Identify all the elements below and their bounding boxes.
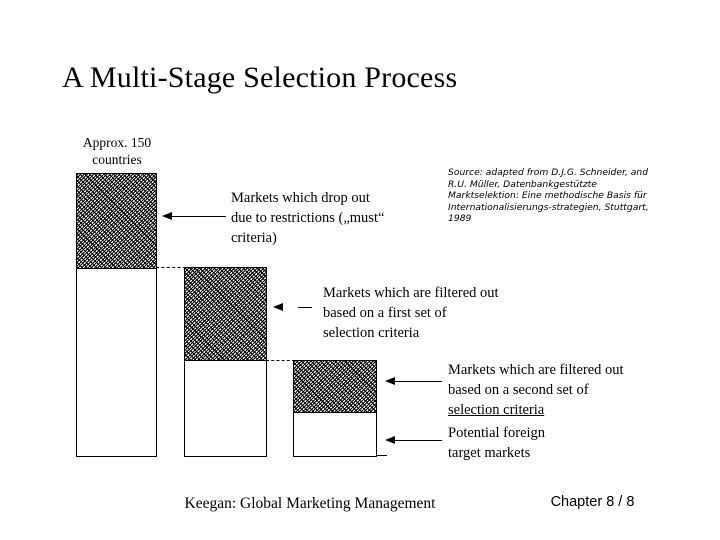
arrow-shaft	[391, 381, 442, 382]
stage-3-caption-line-2: based on a second set of	[448, 382, 589, 398]
arrow-head-icon	[273, 302, 283, 311]
footer-chapter-number: Chapter 8 / 8	[550, 494, 635, 510]
arrow-shaft-dash	[298, 307, 312, 308]
stage-2-caption-line-3: selection criteria	[323, 325, 420, 341]
stage-3-caption: Markets which are filtered out based on …	[448, 360, 688, 420]
stage-4-caption-line-2: target markets	[448, 445, 531, 461]
funnel-bar-3-hatched-segment	[294, 361, 376, 413]
funnel-bar-2-hatched-segment	[185, 268, 266, 361]
stage-3-caption-line-3: selection criteria	[448, 402, 545, 418]
stage-4-caption-line-1: Potential foreign	[448, 425, 546, 441]
diagram-top-caption: Approx. 150 countries	[82, 135, 152, 167]
arrow-shaft	[168, 216, 226, 217]
source-line-2: R.U. Müller, Datenbankgestützte	[448, 178, 597, 190]
footer-book-title: Keegan: Global Marketing Management	[184, 495, 436, 512]
arrow-head-icon	[162, 211, 172, 220]
arrow-head-icon	[385, 435, 395, 444]
dashed-connector-1	[156, 267, 186, 268]
funnel-bar-2	[184, 267, 267, 457]
source-citation: Source: adapted from D.J.G. Schneider, a…	[448, 167, 676, 225]
stage-1-caption: Markets which drop out due to restrictio…	[231, 188, 451, 248]
source-line-3: Marktselektion: Eine methodische Basis f…	[448, 190, 647, 202]
funnel-bar-1	[76, 173, 157, 457]
stage-1-caption-line-1: Markets which drop out	[231, 190, 370, 206]
funnel-bar-3	[293, 360, 377, 457]
funnel-bar-1-hatched-segment	[77, 174, 156, 269]
stage-2-caption-line-1: Markets which are filtered out	[323, 285, 499, 301]
page-title: A Multi-Stage Selection Process	[62, 61, 458, 94]
dashed-connector-2	[266, 360, 295, 361]
baseline-extension	[376, 455, 387, 456]
source-line-5: 1989	[448, 213, 472, 225]
stage-4-caption: Potential foreign target markets	[448, 423, 678, 463]
arrow-shaft	[391, 440, 442, 441]
stage-2-caption-line-2: based on a first set of	[323, 305, 447, 321]
source-line-4: Internationalisierungs-strategien, Stutt…	[448, 201, 649, 213]
stage-3-caption-line-1: Markets which are filtered out	[448, 362, 624, 378]
stage-1-caption-line-3: criteria)	[231, 230, 277, 246]
arrow-head-icon	[385, 376, 395, 385]
source-line-1: Source: adapted from D.J.G. Schneider, a…	[448, 167, 649, 178]
stage-2-caption: Markets which are filtered out based on …	[323, 283, 553, 343]
stage-1-caption-line-2: due to restrictions („must“	[231, 210, 385, 226]
